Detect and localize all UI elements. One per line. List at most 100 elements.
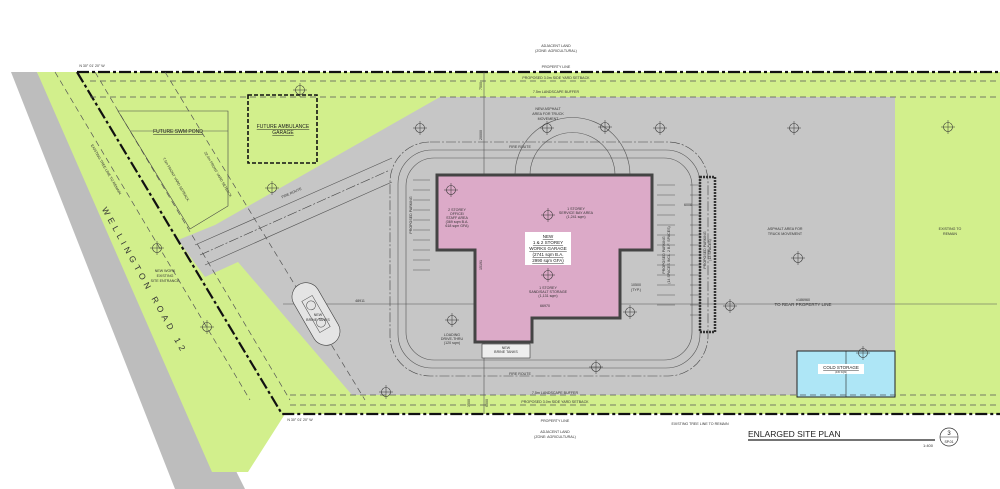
- new-asphalt-label-3: MOVEMENT: [538, 117, 560, 121]
- truck-area-label: ASPHALT AREA FOR: [767, 227, 802, 231]
- dim-20000: 20000: [479, 130, 483, 140]
- existing-label-2: REMAIN: [943, 232, 957, 236]
- dim-7500: 7500: [479, 82, 483, 90]
- tree-marker-icon: [623, 305, 637, 319]
- existing-label: EXISTING TO: [939, 227, 962, 231]
- tree-marker-icon: [589, 360, 603, 374]
- building-brine-label: NEW: [502, 346, 511, 350]
- service-bay-area: (1,241 sqm): [566, 215, 585, 219]
- entrance-label-2: EXISTING: [157, 274, 174, 278]
- rear-dim-value: ±186960: [796, 298, 810, 302]
- tree-marker-icon: [541, 268, 555, 282]
- drawing-title: ENLARGED SITE PLAN: [748, 429, 841, 439]
- future-ambulance-garage: [247, 94, 318, 164]
- drawing-scale: 1:400: [923, 443, 934, 448]
- brine-label: NEW: [314, 313, 323, 317]
- fire-route: [389, 141, 709, 377]
- tree-marker-icon: [265, 181, 279, 195]
- building-area-ba: (2741 sqm B.A.: [532, 252, 563, 257]
- storage-area: (1,131 sqm): [538, 294, 557, 298]
- property-line-label-bottom: PROPERTY LINE: [541, 419, 570, 423]
- tree-marker-icon: [723, 299, 737, 313]
- detail-number: 3: [947, 431, 951, 437]
- parking-right-spaces: (14 SPACES INCL. 2 B.F. SPACES): [667, 226, 671, 283]
- dim-66970: 66970: [540, 304, 550, 308]
- brine-label-2: BRINE TANKS: [306, 318, 330, 322]
- tree-marker-icon: [413, 121, 427, 135]
- loading-label: LOADING: [444, 333, 460, 337]
- tree-marker-icon: [598, 120, 612, 134]
- storage-label: 1 STOREY: [539, 286, 557, 290]
- adjacent-land-zone: (ZONE: AGRICULTURAL): [535, 49, 577, 53]
- storage-label-2: SAND/SALT STORAGE: [529, 290, 568, 294]
- adjacent-land-label-bottom: ADJACENT LAND: [540, 430, 570, 434]
- tree-marker-icon: [445, 313, 459, 327]
- service-bay-label: 1 STOREY: [567, 207, 585, 211]
- dim-typ: (TYP.): [631, 288, 641, 292]
- tree-marker-icon: [444, 183, 458, 197]
- future-swm-pond: [117, 110, 229, 230]
- property-line-label: PROPERTY LINE: [542, 65, 571, 69]
- brine-tanks-building: [481, 343, 531, 359]
- building-brine-label-2: BRINE TANKS: [494, 350, 518, 354]
- ambulance-garage-label: FUTURE AMBULANCE: [257, 124, 310, 130]
- office-label-3: STAFF AREA: [446, 216, 468, 220]
- dim-48911: 48911: [355, 299, 365, 303]
- service-bay-label-2: SERVICE BAY AREA: [559, 211, 594, 215]
- office-label: 2 STOREY: [448, 208, 466, 212]
- tree-line-label: EXISTING TREE LINE TO REMAIN: [671, 422, 729, 426]
- bearing-top: N 30° 01' 20" W: [79, 64, 105, 68]
- building-area-gfa: 2990 sqm GFA): [532, 258, 564, 263]
- tree-marker-icon: [541, 208, 555, 222]
- parking-right-label: PROPOSED PARKING: [662, 236, 666, 273]
- swm-pond-label: FUTURE SWM POND: [153, 129, 203, 135]
- fire-route-label-bottom: FIRE ROUTE: [509, 372, 531, 376]
- tree-marker-icon: [787, 121, 801, 135]
- cold-storage-area: (445 SQM): [835, 371, 847, 374]
- loading-area: (120 sqm): [444, 341, 460, 345]
- sheet-number: SP.01: [944, 440, 953, 444]
- dim-15191: 15191: [479, 260, 483, 270]
- building-title-3: WORKS GARAGE: [529, 246, 567, 251]
- tree-marker-icon: [200, 320, 214, 334]
- parking-right-2-label: PROPOSED PARKING: [703, 231, 707, 268]
- loading-label-2: DRIVE-THRU: [441, 337, 464, 341]
- ambulance-garage-label-2: GARAGE: [272, 130, 294, 136]
- adjacent-land-label: ADJACENT LAND: [541, 44, 571, 48]
- rear-dim-label: TO REAR PROPERTY LINE: [774, 302, 831, 307]
- brine-tanks-site: [291, 282, 341, 346]
- adjacent-land-zone-bottom: (ZONE: AGRICULTURAL): [534, 435, 576, 439]
- fire-route-label-top: FIRE ROUTE: [509, 145, 531, 149]
- tree-marker-icon: [150, 241, 164, 255]
- tree-marker-icon: [791, 251, 805, 265]
- tree-marker-icon: [379, 385, 393, 399]
- new-asphalt-label-2: AREA FOR TRUCK: [532, 112, 564, 116]
- parking-left-label: PROPOSED PARKING: [409, 196, 413, 233]
- truck-area-label-2: TRUCK MOVEMENT: [768, 232, 803, 236]
- tree-marker-icon: [293, 83, 307, 97]
- buffer-label: 7.5m LANDSCAPE BUFFER: [533, 90, 580, 94]
- tree-marker-icon: [540, 121, 554, 135]
- building-title: NEW: [543, 234, 554, 239]
- entrance-label-3: SITE ENTRANCE: [151, 279, 180, 283]
- side-setback-label-bottom: PROPOSED 3.0m SIDE YARD SETBACK: [521, 400, 589, 404]
- dim-6000-bottom: 6000: [485, 399, 489, 407]
- office-area-ba: (369 sqm B.A.: [446, 220, 469, 224]
- bearing-bottom: N 30° 01' 20" W: [287, 418, 313, 422]
- tree-marker-icon: [653, 121, 667, 135]
- side-setback-label: PROPOSED 3.0m SIDE YARD SETBACK: [522, 76, 590, 80]
- drawing-title-block: ENLARGED SITE PLAN 1:400 3 SP.01: [748, 427, 959, 448]
- tree-marker-icon: [856, 346, 870, 360]
- office-area-gfa: 618 sqm GFA): [445, 224, 468, 228]
- entrance-label: NEW WORK: [155, 269, 176, 273]
- cold-storage-label: COLD STORAGE: [823, 365, 859, 370]
- building-title-2: 1 & 2 STOREY: [533, 240, 563, 245]
- dim-6000: 6000: [684, 203, 692, 207]
- dim-3500: 3500: [467, 399, 471, 407]
- tree-marker-icon: [941, 120, 955, 134]
- buffer-label-bottom: 7.5m LANDSCAPE BUFFER: [532, 391, 579, 395]
- office-label-2: OFFICE/: [450, 212, 464, 216]
- dim-10500: 10500: [631, 283, 641, 287]
- parking-right-2-spaces: (13 SPACES): [708, 239, 712, 261]
